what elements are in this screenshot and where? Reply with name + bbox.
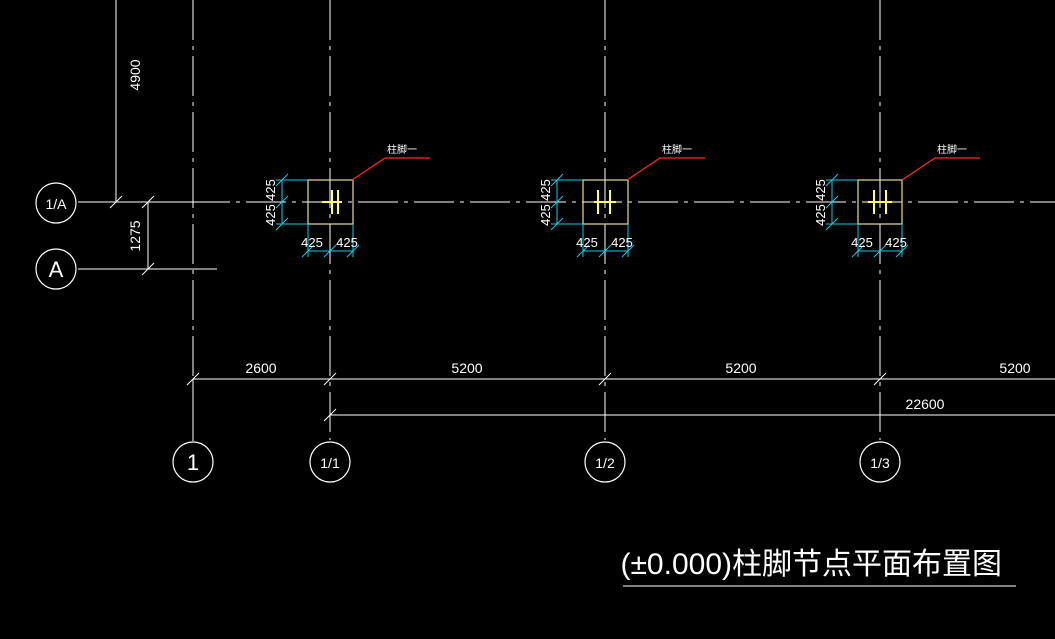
axis-bubble-1-2[interactable]: 1/2 — [584, 441, 626, 483]
axis-bubble-1-A[interactable]: 1/A — [35, 182, 77, 224]
axis-lines — [78, 0, 1055, 440]
steel-h-section-icon — [868, 190, 892, 214]
axis-bubble-A[interactable]: A — [35, 248, 77, 290]
dim-vertical-lower: 1275 — [127, 220, 143, 251]
footing-dim-top: 425 — [263, 179, 278, 201]
footing-dim-top: 425 — [538, 179, 553, 201]
column-outline — [582, 179, 629, 225]
horizontal-dimension-chain: 2600 5200 5200 5200 22600 — [186, 360, 1055, 422]
footing-dim-bottom: 425 — [538, 204, 553, 226]
dim-vertical-upper: 4900 — [127, 59, 143, 90]
footing-dimension-lines — [825, 173, 909, 258]
dim-span-3: 5200 — [725, 360, 756, 376]
vertical-dimension-chain: 4900 1275 — [109, 0, 193, 276]
dim-span-4: 5200 — [999, 360, 1030, 376]
footing-dim-right: 425 — [336, 235, 358, 250]
axis-bubble-label: 1/1 — [320, 455, 340, 471]
dim-span-2: 5200 — [451, 360, 482, 376]
axis-bubble-1-3[interactable]: 1/3 — [859, 441, 901, 483]
axis-bubble-label: 1 — [187, 450, 199, 475]
axis-bubble-label: A — [49, 257, 64, 282]
steel-h-section-icon — [322, 190, 342, 214]
axis-bubble-1-1[interactable]: 1/1 — [309, 441, 351, 483]
footing-leader — [626, 157, 705, 181]
dim-total: 22600 — [906, 396, 945, 412]
column-footing[interactable]: 425 425 425 425 柱脚一 — [263, 143, 430, 258]
footing-leader — [901, 157, 980, 181]
footing-label: 柱脚一 — [662, 143, 692, 156]
footing-leader — [351, 157, 430, 181]
column-footing[interactable]: 425 425 425 425 柱脚一 — [813, 143, 980, 258]
footing-dimension-lines — [275, 173, 360, 258]
axis-bubble-label: 1/A — [45, 196, 67, 212]
column-outline — [307, 179, 354, 225]
axis-bubble-1[interactable]: 1 — [172, 379, 214, 483]
footing-dim-bottom: 425 — [263, 204, 278, 226]
footing-dim-bottom: 425 — [813, 204, 828, 226]
footing-label: 柱脚一 — [937, 143, 967, 156]
footing-dim-top: 425 — [813, 179, 828, 201]
column-outline — [857, 179, 903, 225]
steel-h-section-icon — [594, 190, 616, 214]
axis-bubble-label: 1/2 — [595, 455, 615, 471]
footing-dim-right: 425 — [885, 235, 907, 250]
axis-bubble-label: 1/3 — [870, 455, 890, 471]
footing-dim-left: 425 — [576, 235, 598, 250]
footing-dim-left: 425 — [851, 235, 873, 250]
column-footing[interactable]: 425 425 425 425 柱脚一 — [538, 143, 705, 258]
footing-label: 柱脚一 — [387, 143, 417, 156]
footing-dim-right: 425 — [611, 235, 633, 250]
dim-span-1: 2600 — [245, 360, 276, 376]
footing-dimension-lines — [550, 173, 635, 258]
footing-dim-left: 425 — [301, 235, 323, 250]
drawing-title: (±0.000)柱脚节点平面布置图 — [620, 548, 1002, 581]
